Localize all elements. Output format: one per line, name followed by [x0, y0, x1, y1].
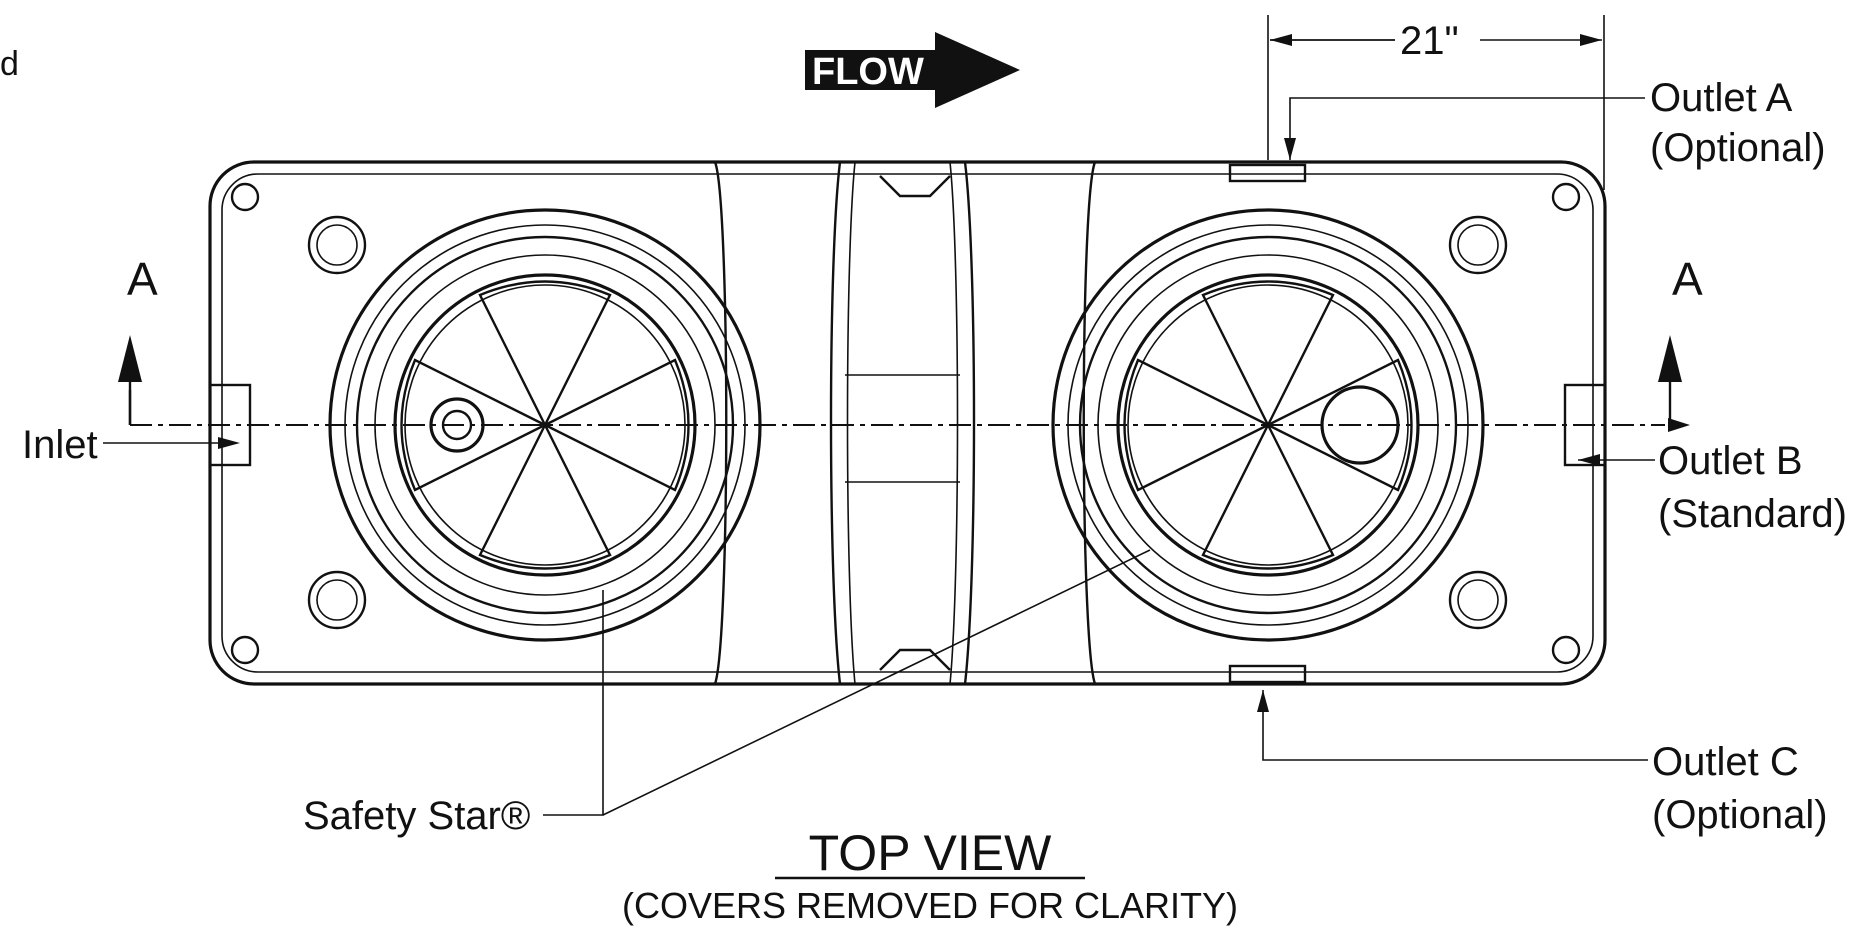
inlet-label: Inlet — [22, 423, 98, 467]
outlet-b-label-line1: Outlet B — [1658, 439, 1803, 483]
tank-body — [208, 160, 1607, 686]
flow-label: FLOW — [812, 51, 924, 93]
outlet-b-callout: Outlet B (Standard) — [1578, 439, 1847, 536]
outlet-b-label-line2: (Standard) — [1658, 492, 1847, 536]
view-title-block: TOP VIEW (COVERS REMOVED FOR CLARITY) — [622, 825, 1238, 926]
safety-star-label: Safety Star® — [303, 794, 530, 838]
outlet-a-label-line2: (Optional) — [1650, 126, 1826, 170]
section-marker-left: A — [127, 253, 158, 305]
flow-arrow: FLOW — [805, 32, 1020, 108]
dimension-label: 21" — [1400, 19, 1459, 63]
outlet-c-label-line2: (Optional) — [1652, 793, 1828, 837]
dimension-21-inch: 21" — [1267, 15, 1605, 190]
corner-text-fragment: d — [0, 45, 19, 83]
outlet-a-callout: Outlet A (Optional) — [1284, 76, 1826, 170]
section-marker-right: A — [1672, 253, 1703, 305]
section-line: A A — [118, 253, 1703, 432]
outlet-c-callout: Outlet C (Optional) — [1257, 690, 1828, 837]
view-subtitle: (COVERS REMOVED FOR CLARITY) — [622, 885, 1238, 926]
outlet-a-label-line1: Outlet A — [1650, 76, 1793, 120]
inlet-callout: Inlet — [22, 423, 240, 467]
outlet-c-label-line1: Outlet C — [1652, 740, 1799, 784]
safety-star-callout: Safety Star® — [303, 549, 1151, 838]
view-title: TOP VIEW — [809, 825, 1052, 881]
